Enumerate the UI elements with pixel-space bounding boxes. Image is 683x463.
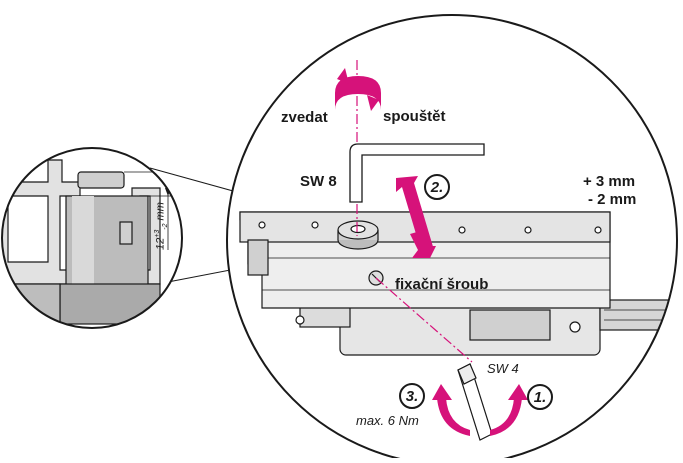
dimension-lower-tolerance: -2 [161,223,169,230]
raise-label: zvedat [281,109,328,126]
torque-label: max. 6 Nm [356,413,419,428]
curved-arrow-icon [432,384,528,436]
fixing-screw-label: fixační šroub [395,276,489,293]
step-2-badge: 2. [424,174,450,200]
main-detail-circle [226,14,678,463]
step-1-badge: 1. [527,384,553,410]
tolerance-plus-label: + 3 mm [583,173,636,190]
step-3-badge: 3. [399,383,425,409]
rotate-arrows-icon [335,68,381,111]
lower-label: spouštět [383,108,446,125]
dimension-upper-tolerance: +3 [154,229,161,238]
wrench-size-8-label: SW 8 [300,173,337,190]
profile-detail-circle [1,147,183,329]
up-down-arrow-icon [396,176,436,258]
dimension-unit: mm [154,202,167,221]
adjustment-nut [337,220,379,250]
dimension-base: 12 [154,237,167,250]
center-lines [356,60,473,363]
wrench-size-4-label: SW 4 [487,361,519,376]
tolerance-minus-label: - 2 mm [588,191,637,208]
hex-key-sw8 [349,143,485,203]
main-detail [227,15,677,463]
profile-detail [2,148,182,328]
dimension-label: 12+3-2 mm [154,202,169,250]
